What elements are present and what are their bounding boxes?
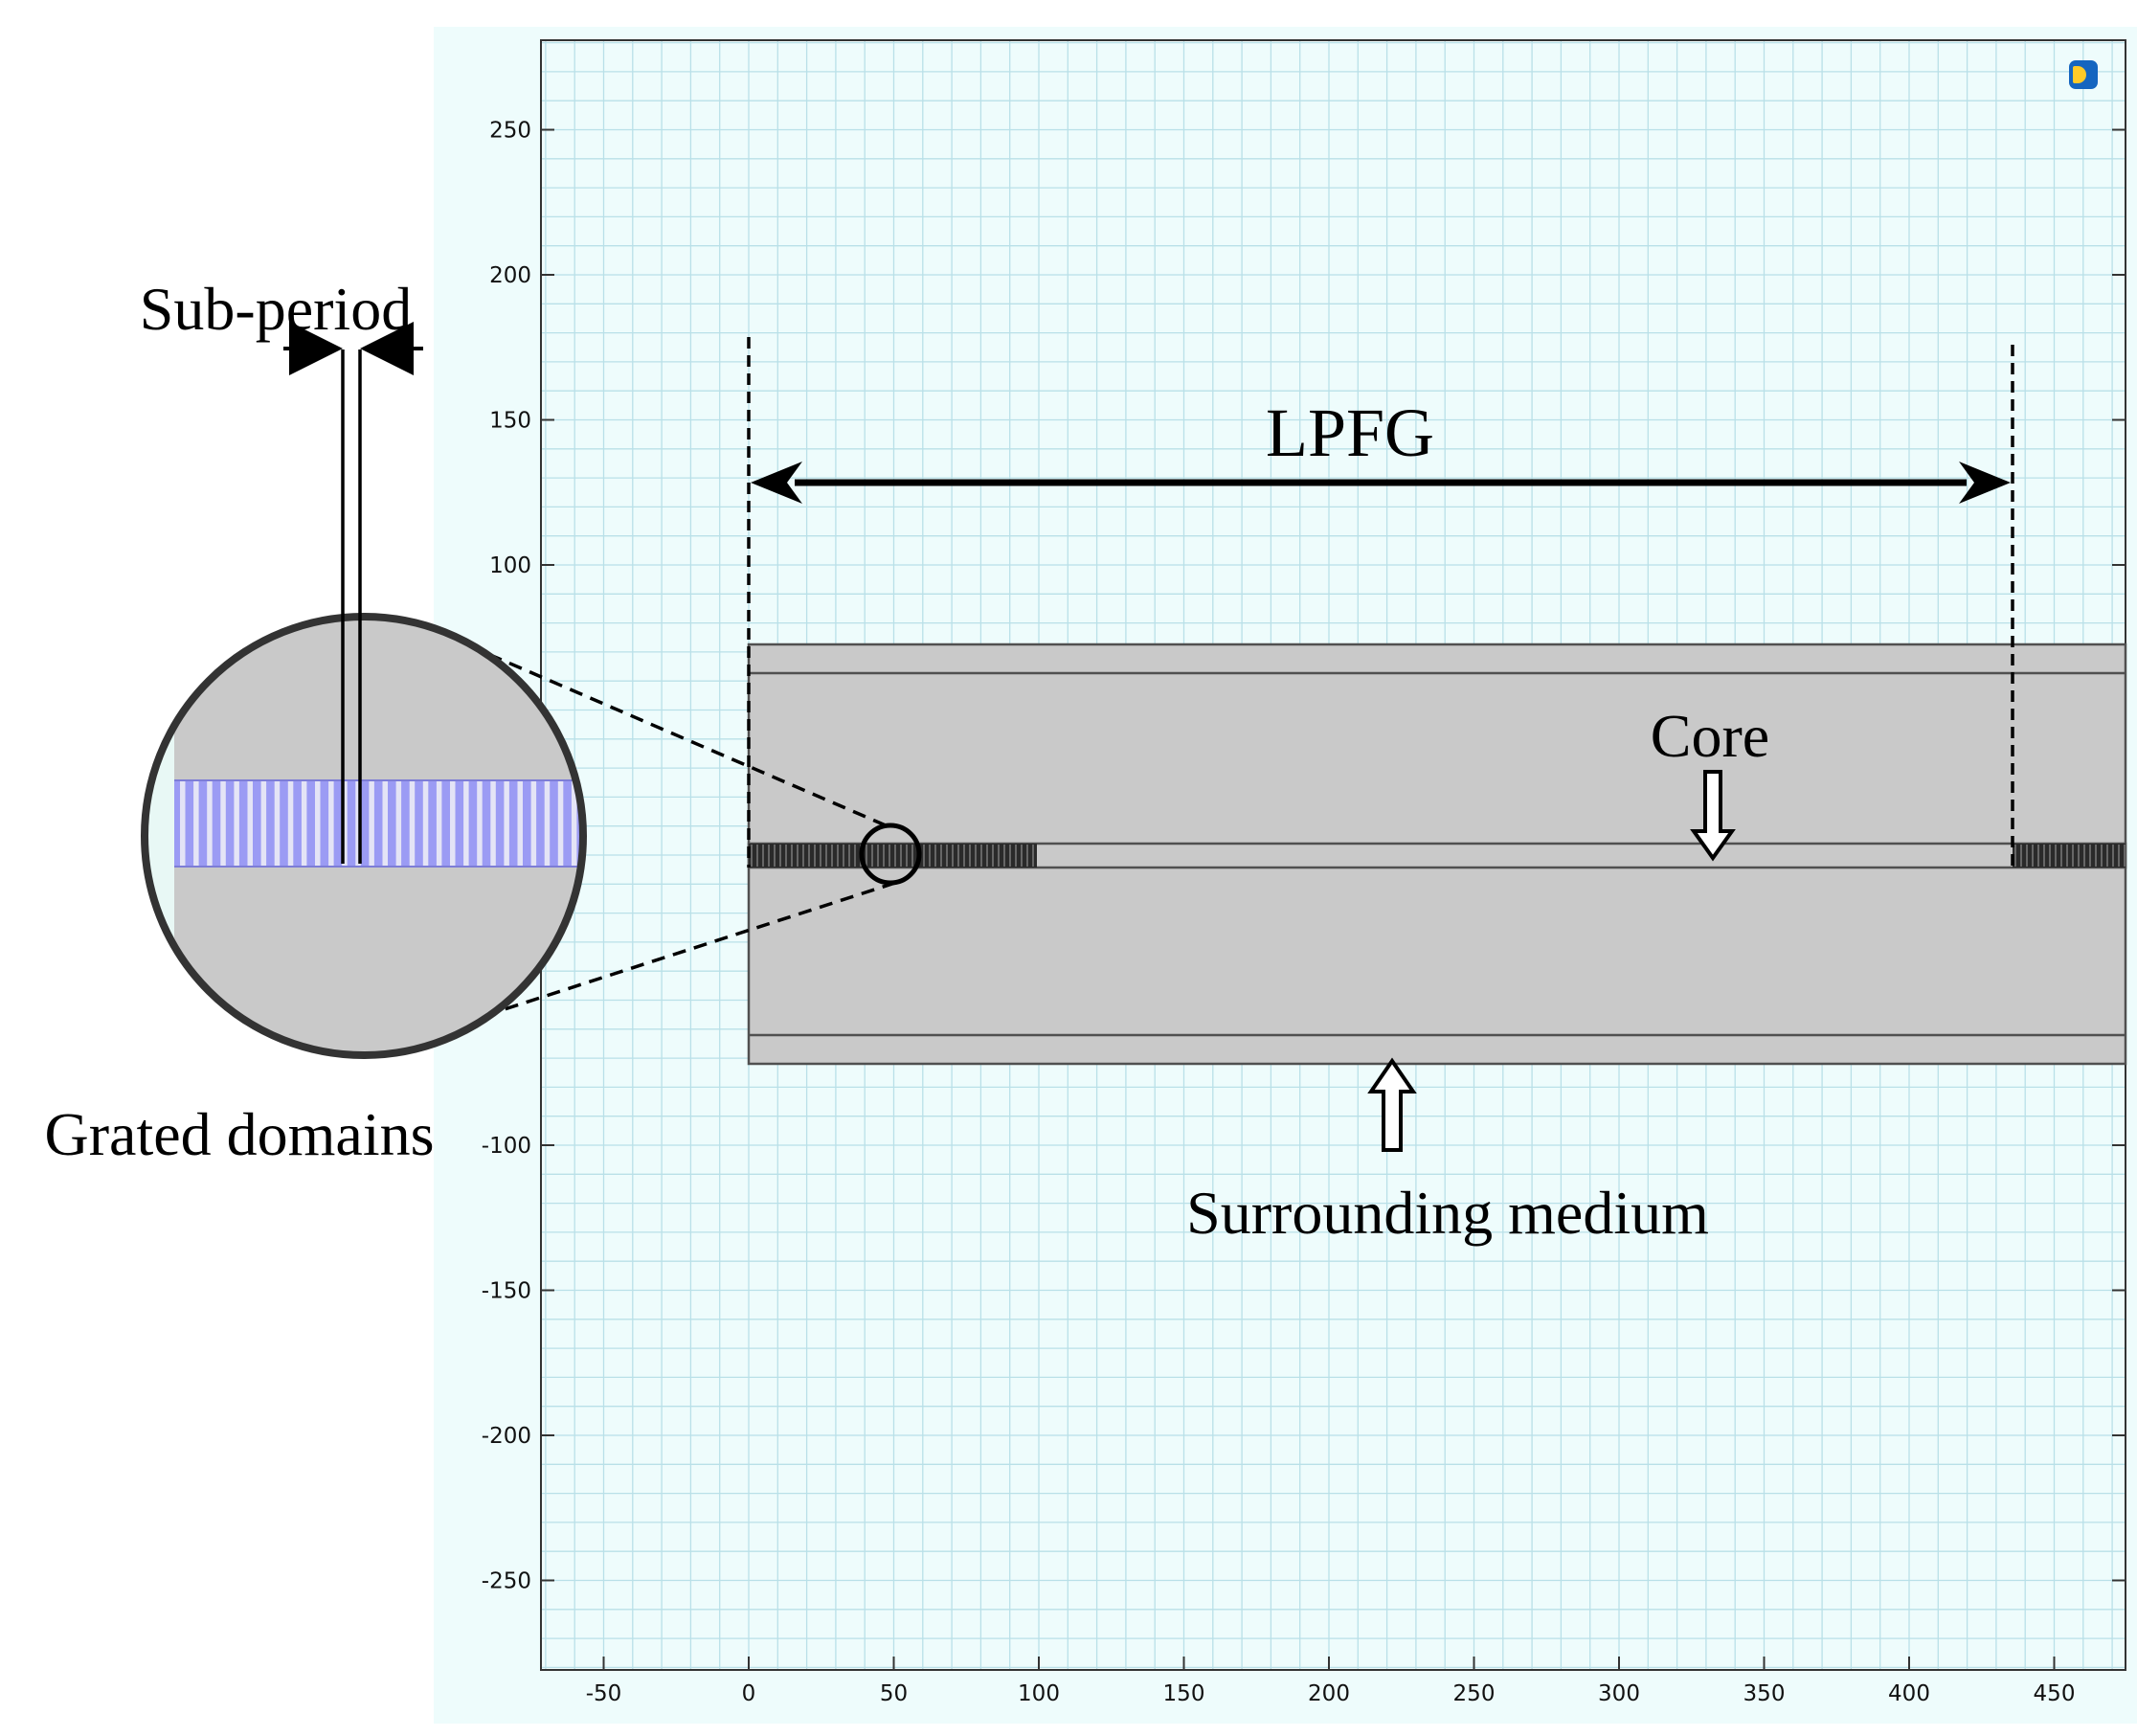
core-annotation: Core — [1651, 702, 1769, 862]
lpfg-label: LPFG — [1266, 395, 1434, 471]
fiber-geometry[interactable] — [747, 643, 2127, 1066]
magnified-stripe — [504, 780, 509, 867]
zoom-connector-bottom — [371, 881, 896, 1054]
magnified-stripe — [490, 780, 496, 867]
magnified-stripe — [220, 780, 226, 867]
magnifier-circle — [141, 613, 587, 1059]
y-tick-label: 100 — [489, 553, 531, 578]
y-tick-label: -150 — [482, 1279, 531, 1304]
magnified-stripe — [395, 780, 402, 867]
y-tick-label: 150 — [489, 409, 531, 434]
magnified-stripe — [274, 780, 281, 867]
grated-domains-label: Grated domains — [45, 1100, 435, 1168]
x-tick-label: 100 — [1018, 1681, 1060, 1706]
magnified-stripe — [544, 780, 551, 867]
x-axis: -50 0 50 100 150 200 250 300 350 400 450 — [586, 1657, 2076, 1706]
magnified-stripe — [436, 780, 442, 867]
magnified-stripe — [328, 780, 334, 867]
lpfg-arrowhead-right — [1959, 462, 2011, 504]
x-tick-label: 150 — [1163, 1681, 1205, 1706]
surrounding-medium-label: Surrounding medium — [1186, 1179, 1709, 1247]
magnified-core-band — [174, 780, 581, 867]
zoom-connector-top — [454, 638, 887, 827]
lpfg-annotation: LPFG — [747, 337, 2014, 868]
surrounding-medium-arrow — [1367, 1057, 1417, 1152]
grating-block — [2013, 844, 2126, 868]
magnified-stripe — [180, 780, 186, 867]
x-tick-label: 300 — [1598, 1681, 1640, 1706]
comsol-logo-icon[interactable] — [2066, 57, 2101, 92]
x-tick-label: 0 — [742, 1681, 756, 1706]
y-axis: 250 200 150 100 -100 -150 -200 -250 — [482, 119, 2126, 1594]
magnified-stripe — [477, 780, 483, 867]
sub-period-label: Sub-period — [140, 275, 412, 343]
grated-domains-left — [749, 844, 1037, 868]
magnified-stripe — [422, 780, 429, 867]
comsol-logo-icon-yellow — [2073, 66, 2086, 83]
y-tick-label: -100 — [482, 1134, 531, 1159]
magnified-stripe — [342, 780, 348, 867]
magnified-stripe — [207, 780, 213, 867]
magnified-stripe — [463, 780, 469, 867]
core-label: Core — [1651, 702, 1769, 770]
magnified-stripe — [382, 780, 388, 867]
magnified-stripe — [369, 780, 374, 867]
x-tick-label: 350 — [1743, 1681, 1786, 1706]
core-arrow — [1690, 770, 1736, 862]
y-tick-label: -200 — [482, 1424, 531, 1449]
grated-domains-right — [2013, 844, 2126, 868]
x-tick-label: 450 — [2034, 1681, 2076, 1706]
magnifier-inset — [141, 613, 896, 1059]
x-tick-label: 250 — [1453, 1681, 1496, 1706]
magnified-stripe — [517, 780, 523, 867]
y-tick-label: 250 — [489, 119, 531, 144]
magnified-grating-stripes — [180, 780, 577, 867]
magnified-stripe — [409, 780, 416, 867]
magnified-stripe — [571, 780, 577, 867]
sub-period-annotation: Sub-period — [140, 275, 423, 864]
magnified-stripe — [287, 780, 294, 867]
x-tick-label: 200 — [1308, 1681, 1350, 1706]
magnified-stripe — [193, 780, 199, 867]
x-tick-label: 400 — [1888, 1681, 1930, 1706]
grating-block — [749, 844, 1037, 868]
magnified-stripe — [301, 780, 307, 867]
magnified-stripe — [247, 780, 253, 867]
x-tick-label: -50 — [586, 1681, 622, 1706]
magnified-stripe — [557, 780, 564, 867]
surrounding-medium-annotation: Surrounding medium — [1186, 1057, 1709, 1247]
y-tick-label: 200 — [489, 263, 531, 288]
magnified-stripe — [315, 780, 321, 867]
magnified-stripe — [355, 780, 361, 867]
lpfg-arrowhead-left — [751, 462, 802, 504]
x-tick-label: 50 — [880, 1681, 908, 1706]
magnified-stripe — [260, 780, 267, 867]
magnified-stripe — [530, 780, 537, 867]
magnified-stripe — [450, 780, 456, 867]
y-tick-label: -250 — [482, 1569, 531, 1594]
magnified-stripe — [234, 780, 239, 867]
